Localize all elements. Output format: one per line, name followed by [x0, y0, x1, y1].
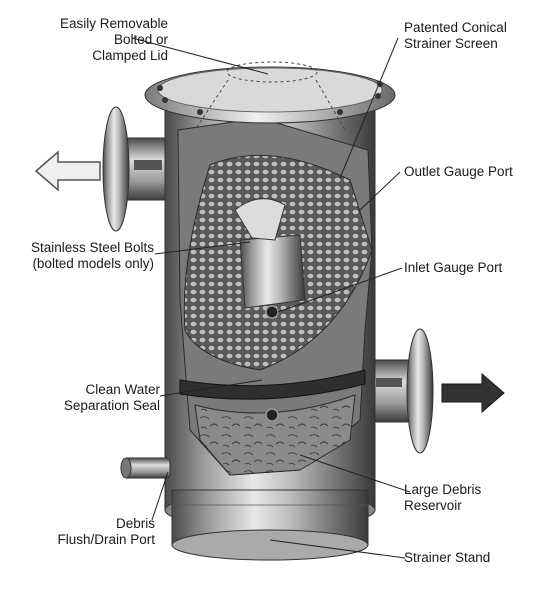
label-lid: Easily Removable Bolted or Clamped Lid [59, 16, 168, 63]
label-strainer-stand: Strainer Stand [404, 550, 491, 565]
label-separation-seal: Clean Water Separation Seal [63, 382, 160, 413]
drain-port [120, 457, 171, 479]
arrow-right-icon [441, 372, 505, 414]
arrow-left-icon [34, 150, 101, 192]
vessel-lid [144, 61, 396, 131]
label-drain-port: Debris Flush/Drain Port [57, 516, 155, 547]
label-bolts: Stainless Steel Bolts (bolted models onl… [30, 240, 154, 271]
leader-lines [131, 37, 411, 559]
strainer-stand [171, 489, 369, 561]
label-conical-screen: Patented Conical Strainer Screen [404, 20, 507, 51]
label-debris-reservoir: Large Debris Reservoir [404, 482, 482, 513]
label-outlet-gauge-port: Outlet Gauge Port [404, 164, 513, 179]
label-inlet-gauge-port: Inlet Gauge Port [404, 260, 503, 275]
